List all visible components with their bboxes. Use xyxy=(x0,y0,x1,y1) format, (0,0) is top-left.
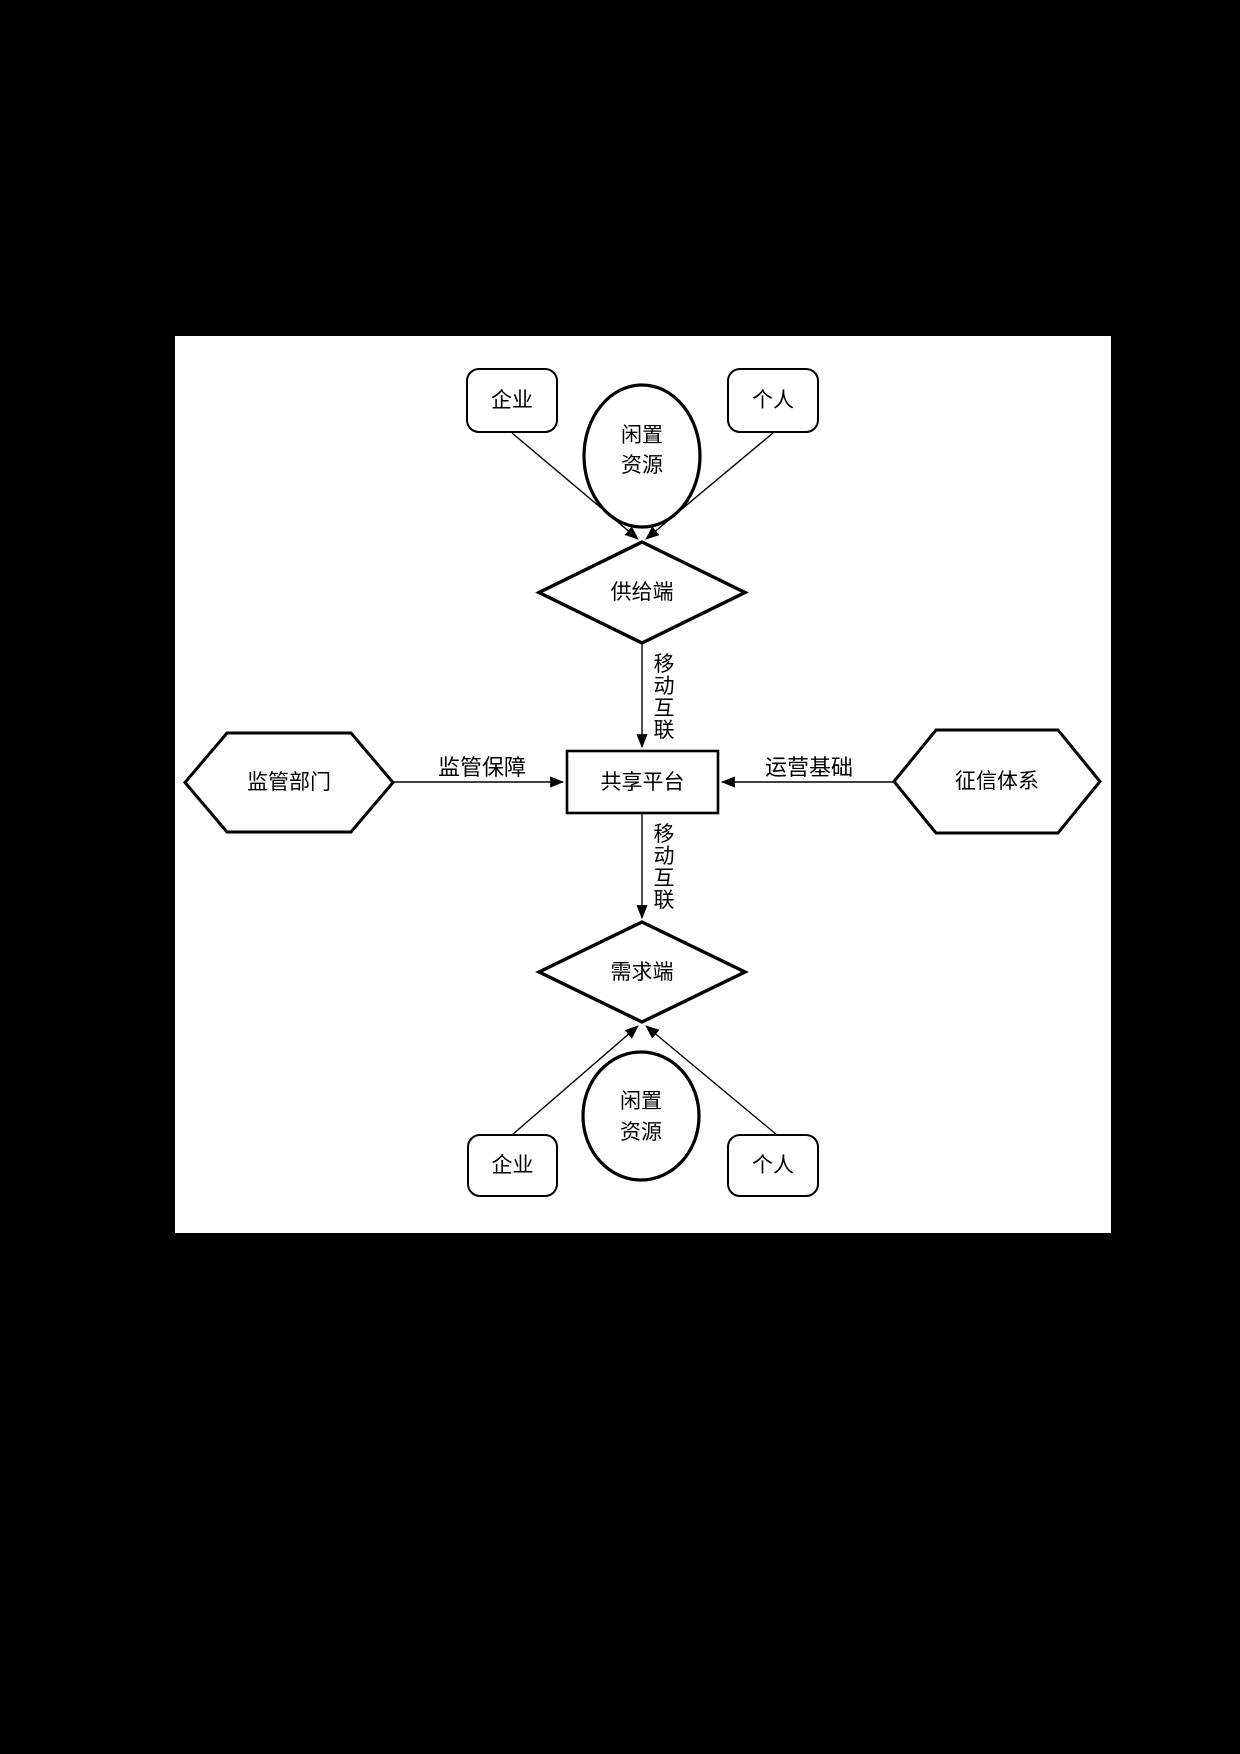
top-idle-resources-line2: 资源 xyxy=(621,453,663,477)
supply-node-label: 供给端 xyxy=(610,580,674,604)
operation-basis-label: 运营基础 xyxy=(764,755,853,780)
credit-hexagon xyxy=(892,728,1102,835)
flowchart-svg xyxy=(183,368,1102,1197)
edge-bottom-individual-to-demand xyxy=(645,1025,778,1136)
demand-node-label: 需求端 xyxy=(610,960,674,984)
bottom-individual-box xyxy=(727,1134,819,1197)
top-enterprise-box xyxy=(466,368,558,433)
mobile-internet-upper-label: 移动互联 xyxy=(653,652,675,742)
bottom-idle-resources-ellipse xyxy=(581,1050,701,1182)
top-enterprise-label: 企业 xyxy=(491,388,533,412)
top-idle-resources-label: 闲置 资源 xyxy=(592,420,692,480)
top-individual-label: 个人 xyxy=(752,388,794,412)
regulator-label: 监管部门 xyxy=(247,770,331,794)
mobile-internet-lower-label: 移动互联 xyxy=(653,822,675,912)
bottom-idle-resources-line1: 闲置 xyxy=(620,1089,662,1113)
regulator-hexagon xyxy=(183,731,395,834)
supply-diamond xyxy=(535,540,749,645)
diagram-panel: 企业 个人 闲置 资源 供给端 移动互联 监管保障 监管部门 共享平台 运营基础… xyxy=(175,336,1111,1233)
bottom-idle-resources-label: 闲置 资源 xyxy=(591,1086,691,1148)
bottom-enterprise-box xyxy=(467,1134,558,1197)
platform-label: 共享平台 xyxy=(600,770,685,794)
bottom-enterprise-label: 企业 xyxy=(491,1153,534,1177)
top-idle-resources-ellipse xyxy=(582,383,702,529)
edge-bottom-enterprise-to-demand xyxy=(511,1025,639,1136)
demand-diamond xyxy=(535,920,749,1024)
credit-system-label: 征信体系 xyxy=(955,769,1039,793)
platform-rect xyxy=(565,749,720,815)
top-idle-resources-line1: 闲置 xyxy=(621,423,663,447)
top-individual-box xyxy=(727,368,819,433)
bottom-individual-label: 个人 xyxy=(752,1153,794,1177)
bottom-idle-resources-line2: 资源 xyxy=(620,1120,662,1144)
regulatory-guarantee-label: 监管保障 xyxy=(437,755,526,780)
